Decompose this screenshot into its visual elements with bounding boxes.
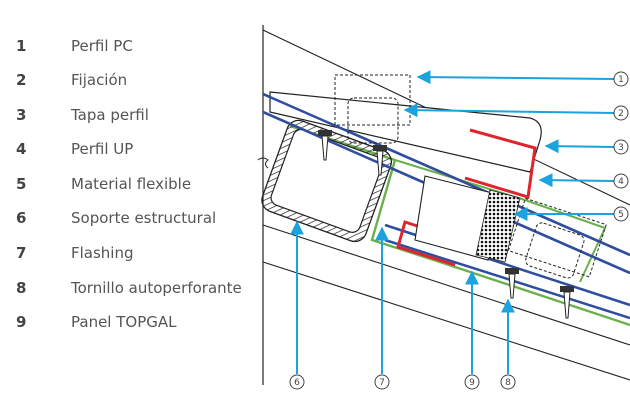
screw: [560, 286, 574, 319]
legend-label: Perfil PC: [71, 37, 133, 55]
callout-label: 9: [469, 378, 475, 388]
legend-number: 4: [16, 140, 27, 158]
callout-arrow: [403, 103, 615, 118]
callout-arrow: [538, 173, 615, 188]
legend-item: 7 Flashing: [0, 243, 262, 263]
legend-item: 6 Soporte estructural: [0, 208, 262, 228]
callout-9: 9: [464, 374, 480, 390]
legend-label: Flashing: [71, 244, 134, 262]
legend-number: 1: [16, 37, 27, 55]
callout-1: 1: [613, 71, 629, 87]
structural-support: [261, 119, 393, 243]
up-profile: [464, 128, 537, 199]
legend-item: 5 Material flexible: [0, 174, 262, 194]
callout-arrow: [544, 139, 615, 154]
legend-label: Material flexible: [71, 175, 192, 193]
legend-number: 8: [16, 279, 27, 297]
callout-label: 3: [618, 143, 624, 153]
legend-item: 2 Fijación: [0, 70, 262, 90]
legend-item: 1 Perfil PC: [0, 36, 262, 56]
callout-7: 7: [374, 374, 390, 390]
break-mark: [257, 157, 269, 169]
legend: 1 Perfil PC 2 Fijación 3 Tapa perfil 4 P…: [0, 0, 262, 401]
panel-line: [262, 92, 630, 257]
legend-label: Perfil UP: [71, 140, 134, 158]
legend-number: 9: [16, 313, 27, 331]
legend-number: 6: [16, 209, 27, 227]
screw: [373, 145, 387, 176]
legend-label: Panel TOPGAL: [71, 313, 177, 331]
legend-item: 4 Perfil UP: [0, 139, 262, 159]
legend-label: Tornillo autoperforante: [71, 279, 242, 297]
legend-item: 3 Tapa perfil: [0, 105, 262, 125]
fixation-dashed: [334, 74, 411, 126]
callout-label: 8: [505, 378, 511, 388]
callout-4: 4: [613, 173, 629, 189]
callout-3: 3: [613, 139, 629, 155]
callout-label: 5: [618, 210, 624, 220]
legend-item: 8 Tornillo autoperforante: [0, 278, 262, 298]
callout-label: 2: [618, 109, 624, 119]
callout-label: 7: [379, 378, 385, 388]
lower-slope-line: [262, 224, 630, 346]
inner-profile: [414, 175, 501, 261]
legend-number: 2: [16, 71, 27, 89]
legend-label: Tapa perfil: [71, 106, 149, 124]
legend-number: 7: [16, 244, 27, 262]
callout-label: 4: [618, 177, 624, 187]
screw: [318, 130, 332, 161]
callout-label: 1: [618, 75, 624, 85]
callout-label: 6: [294, 378, 300, 388]
legend-number: 5: [16, 175, 27, 193]
callout-5: 5: [613, 206, 629, 222]
legend-item: 9 Panel TOPGAL: [0, 312, 262, 332]
legend-number: 3: [16, 106, 27, 124]
callout-8: 8: [500, 374, 516, 390]
panel-line: [384, 238, 630, 320]
callout-arrow: [416, 70, 615, 85]
legend-label: Soporte estructural: [71, 209, 217, 227]
legend-label: Fijación: [71, 71, 128, 89]
callout-2: 2: [613, 105, 629, 121]
lower-slope-line: [262, 261, 630, 381]
fixation-dashed: [507, 197, 607, 278]
flexible-material: [475, 189, 521, 263]
screw: [505, 268, 519, 299]
callout-6: 6: [289, 374, 305, 390]
